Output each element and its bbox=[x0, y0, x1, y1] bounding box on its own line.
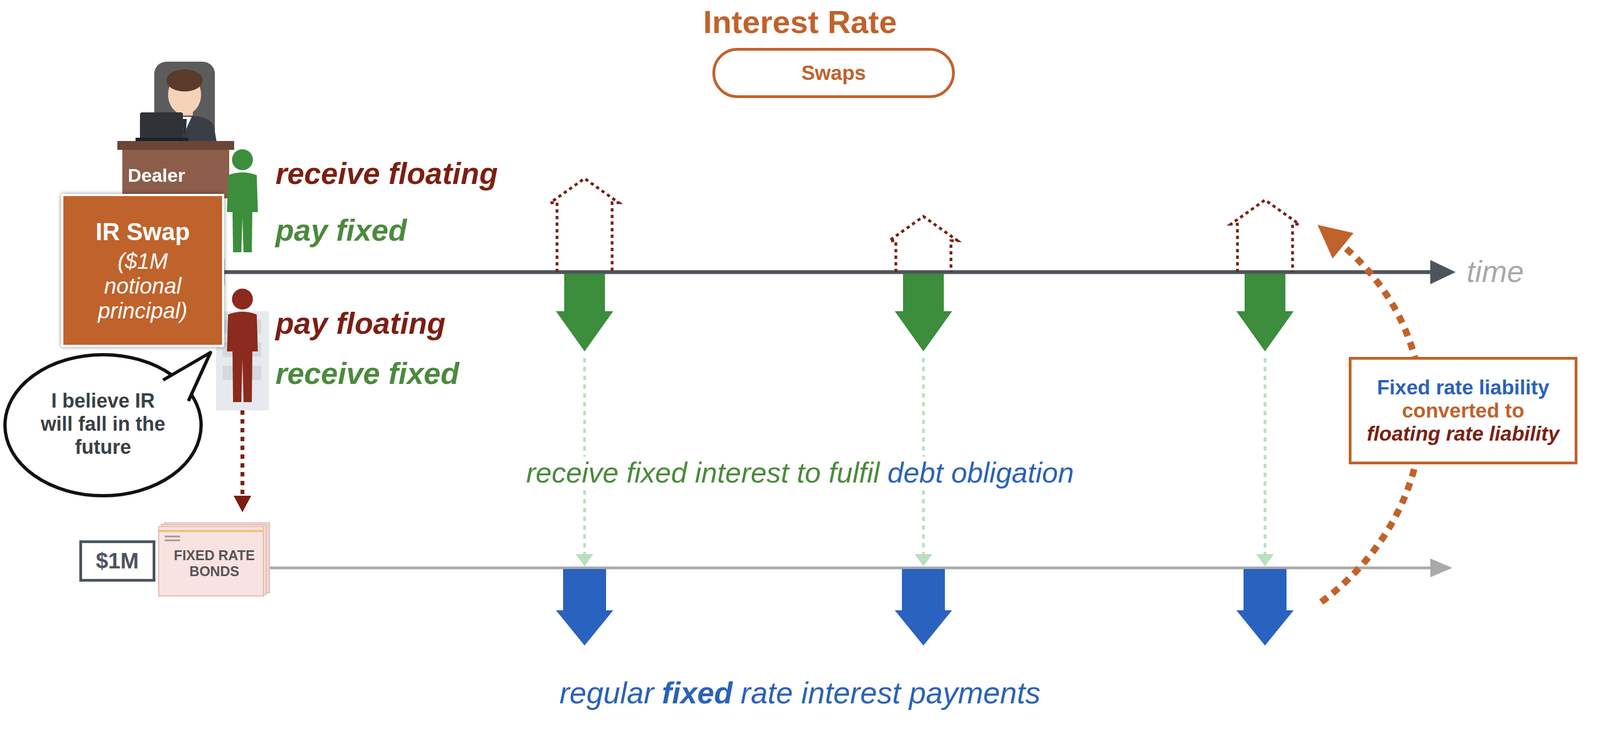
payment-arrows bbox=[555, 569, 1294, 646]
node-text-stack: IR Swap ($1M notional principal) bbox=[82, 218, 204, 324]
label-text: time bbox=[1466, 254, 1524, 290]
node-text-stack: $1M bbox=[95, 548, 139, 574]
label-line: receive fixed interest to fulfildebt obl… bbox=[0, 456, 1600, 490]
title-pill: Swaps bbox=[712, 47, 955, 99]
label-line: regularfixedrate interest payments bbox=[0, 675, 1600, 711]
node-heading: IR Swap bbox=[95, 218, 190, 246]
dotted-arrow bbox=[233, 410, 252, 513]
floating-arrows bbox=[550, 178, 1300, 273]
diagram-title: Interest Rate bbox=[0, 4, 1600, 40]
label-text: pay fixed bbox=[275, 213, 407, 248]
amount-box: $1M bbox=[79, 540, 156, 582]
node-heading: $1M bbox=[95, 548, 139, 574]
node-text-stack: I believe IR will fall in the future bbox=[34, 389, 172, 459]
label-text: receive floating bbox=[275, 156, 498, 192]
label-text: receive fixed interest to fulfil bbox=[523, 456, 883, 489]
label-text: receive fixed bbox=[275, 356, 459, 392]
label-text: Dealer bbox=[127, 164, 186, 187]
node-text: ($1M notional principal) bbox=[82, 249, 204, 324]
green-person bbox=[226, 149, 258, 253]
node-text-stack: FIXED RATE BONDS bbox=[169, 539, 261, 580]
node-heading: Swaps bbox=[801, 61, 866, 85]
node-heading: I believe IR will fall in the future bbox=[34, 389, 172, 459]
label-text: debt obligation bbox=[885, 456, 1077, 489]
dealer-figure bbox=[117, 61, 235, 199]
node-text-stack: Fixed rate liabilityconverted tofloating… bbox=[1366, 376, 1560, 446]
note-box: Fixed rate liabilityconverted tofloating… bbox=[1348, 357, 1578, 465]
red-person bbox=[226, 288, 258, 403]
node-text-stack: Swaps bbox=[801, 61, 866, 85]
speech-bubble: I believe IR will fall in the future bbox=[2, 350, 204, 499]
swap-box: IR Swap ($1M notional principal) bbox=[61, 193, 225, 348]
bond-document: FIXED RATE BONDS bbox=[158, 522, 271, 597]
node-text: converted to bbox=[1401, 399, 1524, 423]
label-text: rate interest payments bbox=[738, 676, 1043, 711]
node-heading: FIXED RATE BONDS bbox=[169, 539, 261, 580]
label-text: pay floating bbox=[275, 306, 446, 342]
label-text: regular bbox=[557, 676, 657, 711]
label-text: fixed bbox=[659, 676, 735, 711]
node-heading: Fixed rate liability bbox=[1376, 376, 1550, 400]
fixed-arrows bbox=[555, 273, 1294, 352]
node-text: floating rate liability bbox=[1366, 422, 1560, 446]
